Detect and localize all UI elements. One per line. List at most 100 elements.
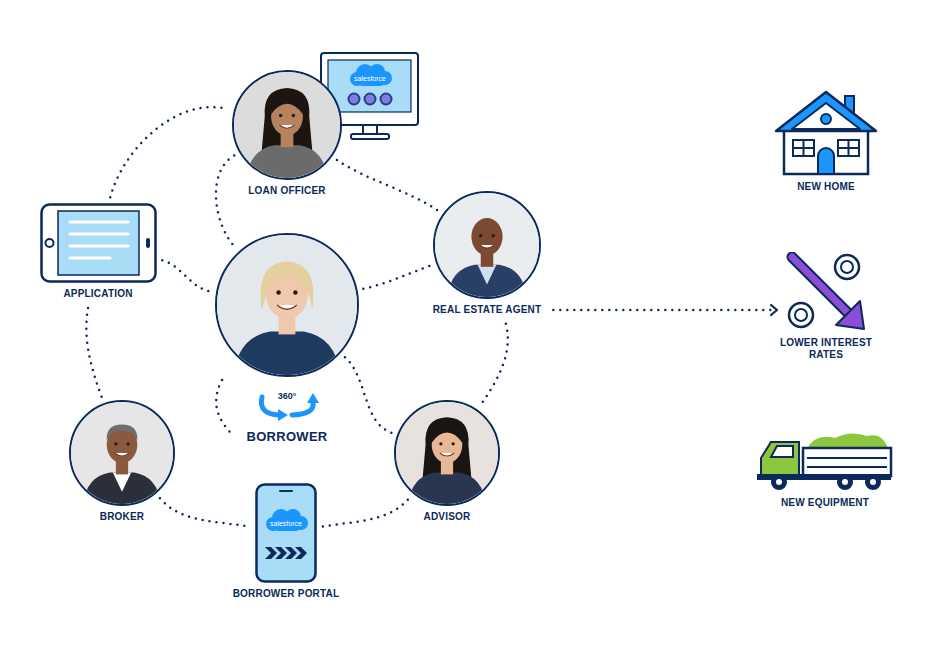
drawing-part <box>807 466 887 468</box>
drawing-part <box>776 479 782 485</box>
logo-text: salesforce <box>270 520 302 528</box>
dotted-link <box>363 266 430 289</box>
drawing-part <box>285 547 297 559</box>
phone-icon <box>255 483 317 583</box>
drawing-part <box>451 442 454 445</box>
drawing-part <box>280 490 292 492</box>
drawing-part <box>279 114 282 117</box>
drawing-part <box>271 96 303 114</box>
drawing-part <box>70 221 128 224</box>
drawing-part <box>307 393 319 403</box>
drawing-part <box>821 114 831 124</box>
drawing-part <box>836 301 864 329</box>
drawing-part <box>115 453 129 456</box>
dotted-arc <box>216 380 234 436</box>
drawing-part <box>793 140 814 156</box>
drawing-part <box>107 424 138 440</box>
cloud-logo <box>350 64 392 86</box>
rotation-icon <box>261 393 319 421</box>
node-label: LOAN OFFICER <box>248 185 325 197</box>
dotted-link <box>337 160 438 211</box>
drawing-part <box>803 140 805 156</box>
drawing-part <box>447 265 526 297</box>
icon-shape <box>757 430 893 492</box>
drawing-part <box>217 235 357 375</box>
house-icon <box>772 88 880 176</box>
drawing-part <box>439 442 442 445</box>
dotted-link <box>345 357 392 433</box>
icon-shape <box>255 483 317 583</box>
drawing-part <box>784 126 868 174</box>
portrait-circle <box>232 70 342 180</box>
drawing-part <box>365 94 376 105</box>
portrait-circle <box>215 233 359 377</box>
drawing-part <box>841 261 853 273</box>
portrait-circle <box>394 400 500 506</box>
drawing-part <box>275 547 287 559</box>
drawing-part <box>381 94 392 105</box>
drawing-part <box>870 479 876 485</box>
dotted-link <box>323 498 409 526</box>
person-node: ADVISOR <box>394 400 500 523</box>
drawing-part <box>146 238 150 248</box>
drawing-part <box>848 140 850 156</box>
node-label: REAL ESTATE AGENT <box>433 304 542 316</box>
drawing-part <box>328 60 411 112</box>
dotted-link <box>216 156 235 248</box>
drawing-part <box>71 402 173 504</box>
drawing-part <box>771 446 793 457</box>
drawing-part <box>114 442 117 445</box>
portrait <box>396 402 498 504</box>
person-node: BROKER <box>69 400 175 523</box>
node-label: LOWER INTEREST RATES <box>774 337 878 361</box>
drawing-part <box>776 92 876 131</box>
drawing-part <box>292 403 313 415</box>
drawing-part <box>792 257 847 312</box>
dotted-arrow <box>553 309 777 312</box>
drawing-part <box>70 222 128 258</box>
icon-shape <box>40 203 157 283</box>
drawing-part <box>435 193 539 297</box>
drawing-part <box>265 547 307 559</box>
person-node: LOAN OFFICER <box>232 70 342 197</box>
person-node: BORROWER <box>215 233 359 444</box>
drawing-part <box>795 309 807 321</box>
drawing-part <box>471 218 502 255</box>
icon-node: LOWER INTEREST RATES <box>774 252 878 361</box>
node-label: APPLICATION <box>63 288 132 300</box>
drawing-part <box>478 265 497 285</box>
drawing-part <box>265 547 277 559</box>
drawing-part <box>408 472 486 504</box>
portrait <box>71 402 173 504</box>
drawing-part <box>295 547 307 559</box>
node-label: ADVISOR <box>424 511 471 523</box>
portrait <box>217 235 357 375</box>
drawing-part <box>276 290 280 294</box>
drawing-part <box>261 262 314 311</box>
icon-node: APPLICATION <box>40 203 157 300</box>
dotted-link <box>481 324 508 405</box>
portrait-circle <box>69 400 175 506</box>
drawing-part <box>349 94 360 105</box>
icon-node: BORROWER PORTAL <box>233 483 340 600</box>
drawing-part <box>247 145 328 178</box>
portrait <box>435 193 539 297</box>
icon-shape <box>785 252 867 332</box>
node-label: BROKER <box>100 511 145 523</box>
drawing-part <box>351 134 389 139</box>
rotation-text: 360° <box>278 392 297 402</box>
drawing-part <box>792 103 860 129</box>
drawing-part <box>818 148 834 174</box>
drawing-part <box>807 433 888 449</box>
portrait-circle <box>433 191 541 299</box>
drawing-part <box>70 233 128 236</box>
drawing-part <box>807 457 887 459</box>
drawing-part <box>126 442 129 445</box>
logo-text: salesforce <box>354 75 386 83</box>
drawing-part <box>835 255 859 279</box>
icon-node: NEW HOME <box>772 88 880 193</box>
icon-shape <box>772 88 880 176</box>
drawing-part <box>423 417 472 479</box>
drawing-part <box>113 472 131 491</box>
